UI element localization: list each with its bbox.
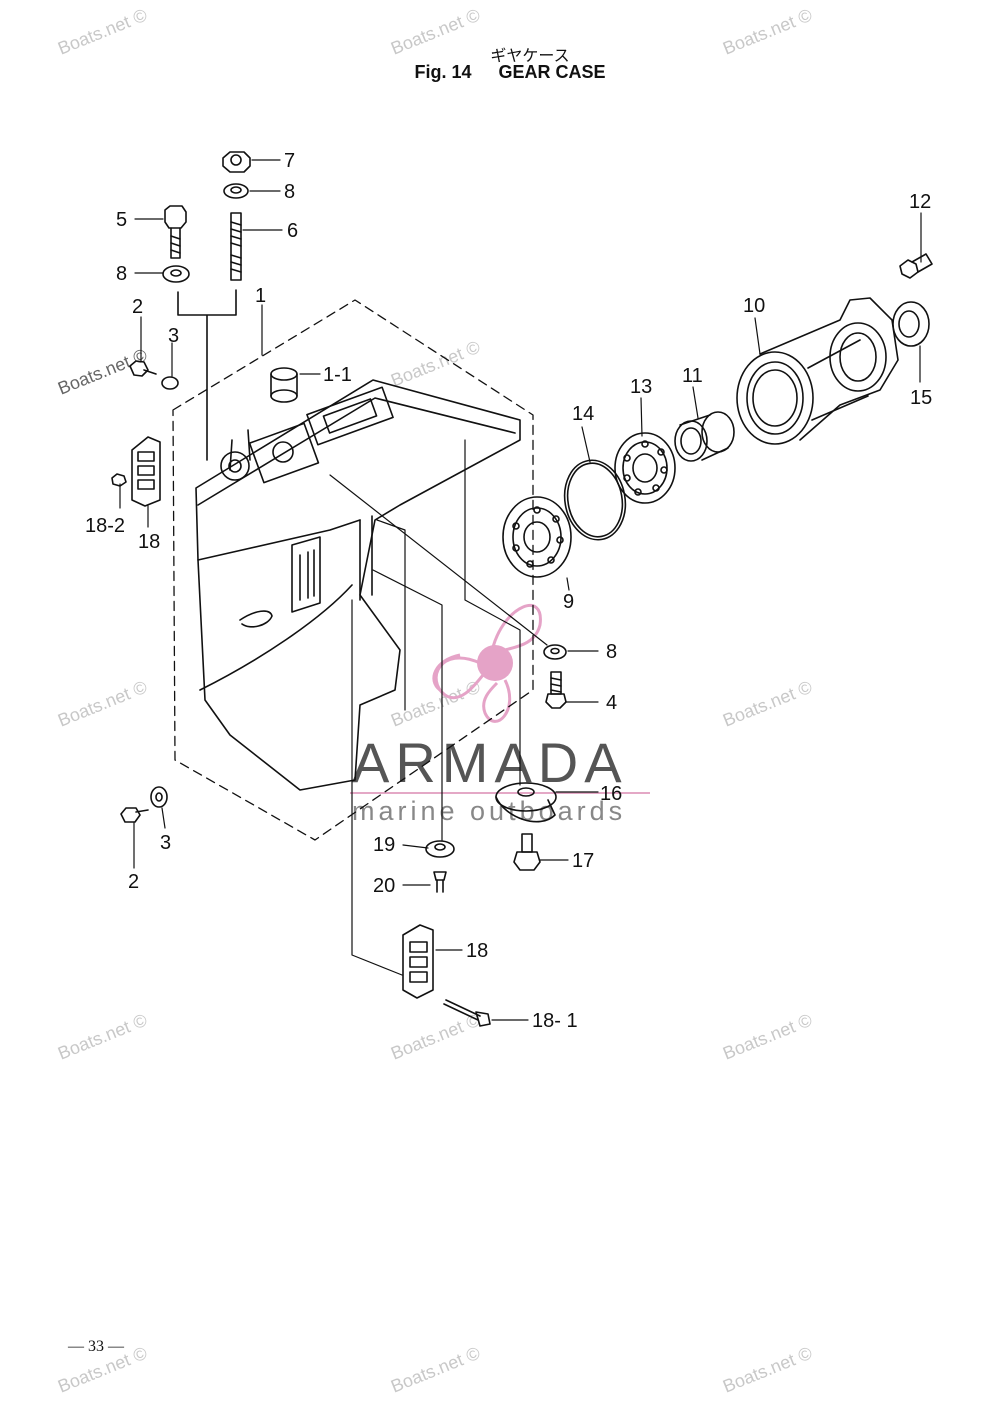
bolt-17 <box>513 833 541 871</box>
callout-11: 11 <box>682 365 703 387</box>
washer-8-top <box>223 183 249 199</box>
bolt-18-1 <box>443 999 491 1027</box>
oil-seal-15 <box>892 301 930 347</box>
callout-18: 18 <box>466 940 488 962</box>
nut-7 <box>222 151 251 173</box>
callout-labels: 7 8 6 5 8 1 1-1 2 3 18-2 18 3 2 12 10 15… <box>85 150 932 1032</box>
screw-20 <box>433 871 447 893</box>
anode-18-lower <box>402 924 434 999</box>
callout-20: 20 <box>373 875 395 897</box>
callout-19: 19 <box>373 834 395 856</box>
brand-divider <box>350 792 650 794</box>
callout-12: 12 <box>909 191 931 213</box>
figure-caption: GEAR CASE <box>498 62 606 82</box>
callout-8: 8 <box>116 263 127 285</box>
cover-19 <box>425 840 455 858</box>
callout-7: 7 <box>284 150 295 172</box>
callout-13: 13 <box>630 376 652 398</box>
ball-bearing-13 <box>614 432 676 504</box>
bracket-line <box>177 289 237 461</box>
callout-8: 8 <box>606 641 617 663</box>
brand-name: ARMADA <box>352 731 628 794</box>
callout-3: 3 <box>168 325 179 347</box>
callout-18: 18 <box>138 531 160 553</box>
anode-18-upper <box>131 436 161 507</box>
washer-3-upper <box>161 376 179 390</box>
bolt-4 <box>545 671 567 709</box>
callout-1-1: 1-1 <box>323 364 352 386</box>
page-number: — 33 — <box>68 1338 124 1355</box>
callout-2: 2 <box>132 296 143 318</box>
callout-18-2: 18-2 <box>85 515 125 537</box>
callout-10: 10 <box>743 295 765 317</box>
ball-bearing-9 <box>502 496 572 578</box>
needle-bearing-11 <box>674 411 735 462</box>
callout-16: 16 <box>600 783 622 805</box>
trim-tab-16 <box>495 782 557 823</box>
stud-bolt-6 <box>230 212 242 281</box>
bolt-2-lower <box>120 807 149 823</box>
o-ring-14 <box>563 459 627 541</box>
callout-4: 4 <box>606 692 617 714</box>
nut-18-2 <box>111 473 127 487</box>
figure-number: Fig. 14 <box>414 62 472 82</box>
shaft-holder-10 <box>736 297 899 445</box>
callout-9: 9 <box>563 591 574 613</box>
callout-1: 1 <box>255 285 266 307</box>
bolt-12 <box>899 253 933 279</box>
dowel-pin-1-1 <box>270 367 298 403</box>
callout-18-1: 18- 1 <box>532 1010 578 1032</box>
assembly-boundary <box>172 299 534 841</box>
title-japanese: ギヤケース <box>490 46 570 65</box>
bolt-2-upper <box>129 360 157 377</box>
washer-8-right <box>543 644 567 660</box>
washer-3-lower <box>150 786 168 808</box>
leader-lines <box>119 159 922 1021</box>
armada-logo-icon <box>432 604 542 723</box>
callout-15: 15 <box>910 387 932 409</box>
callout-6: 6 <box>287 220 298 242</box>
callout-5: 5 <box>116 209 127 231</box>
callout-8: 8 <box>284 181 295 203</box>
figure-title: Fig. 14 GEAR CASE <box>380 62 640 83</box>
bolt-5 <box>164 205 187 259</box>
brand-tagline: marine outboards <box>352 796 627 826</box>
callout-17: 17 <box>572 850 594 872</box>
callout-2: 2 <box>128 871 139 893</box>
washer-8-left <box>162 265 190 283</box>
callout-3: 3 <box>160 832 171 854</box>
callout-14: 14 <box>572 403 594 425</box>
gear-case-body <box>195 379 521 791</box>
